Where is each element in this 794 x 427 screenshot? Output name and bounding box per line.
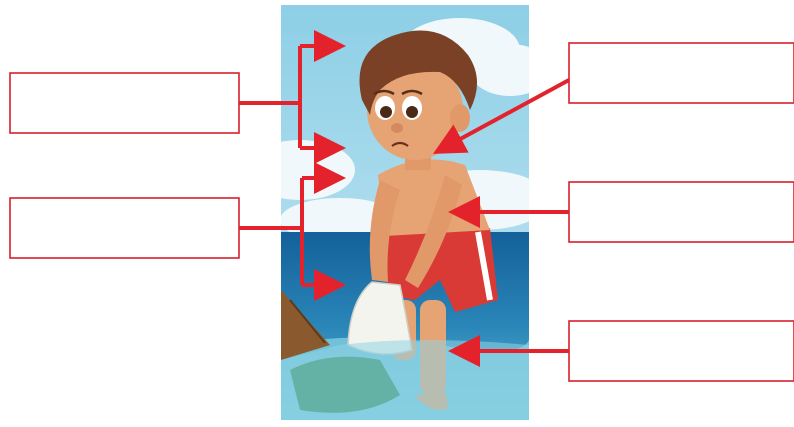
label-left-bottom[interactable] <box>10 198 239 258</box>
label-right-bottom[interactable] <box>569 321 794 381</box>
label-left-top[interactable] <box>10 73 239 133</box>
label-right-top[interactable] <box>569 43 794 103</box>
label-right-middle[interactable] <box>569 182 794 242</box>
label-left-top-text <box>10 73 239 85</box>
label-right-bottom-text <box>569 321 794 333</box>
label-right-middle-text <box>569 182 794 194</box>
label-right-top-text <box>569 43 794 55</box>
label-left-bottom-text <box>10 198 239 210</box>
